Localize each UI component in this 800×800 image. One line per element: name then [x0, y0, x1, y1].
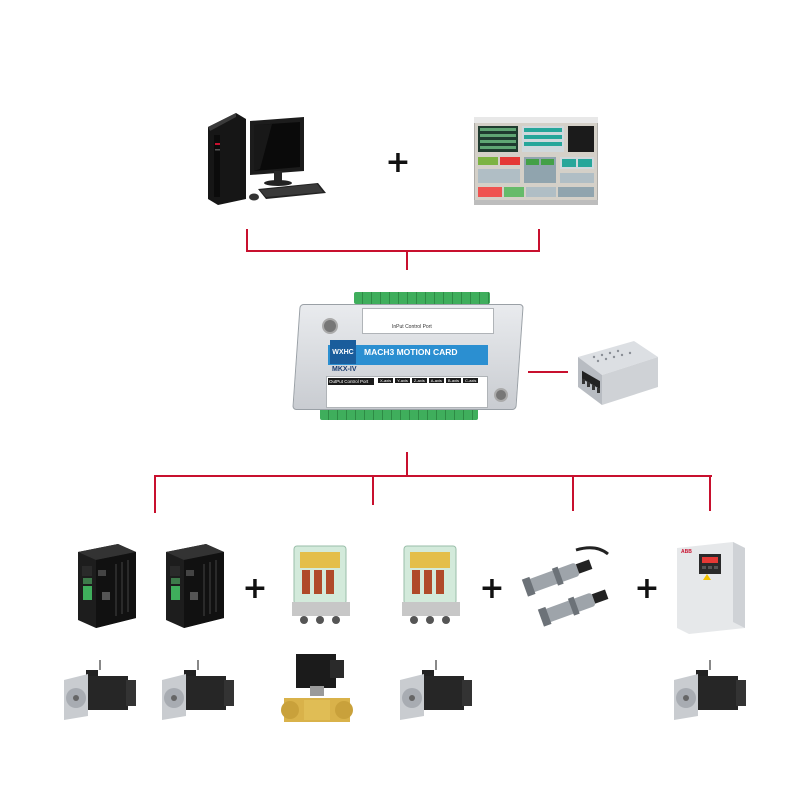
motion-card: InPut Control Port WXHC MACH3 MOTION CAR…: [292, 290, 524, 422]
wire-drop-relay: [372, 475, 374, 505]
output-port-label: OutPut Control Port: [329, 379, 369, 384]
axis-label: Z-axis: [411, 378, 427, 383]
mount-hole: [322, 318, 338, 334]
wire-to-card: [406, 250, 408, 270]
plus-sign: +: [385, 145, 411, 180]
axis-label: A-axis: [428, 378, 444, 383]
wire-software: [538, 229, 540, 251]
computer-icon: [208, 113, 326, 205]
relay-icon: [402, 545, 460, 624]
servo-driver-icon: [166, 544, 224, 628]
card-model: MKX-IV: [332, 366, 357, 373]
plus-sign: +: [634, 571, 660, 606]
inverter-body-icon: [677, 542, 745, 634]
servo-motor-icon: [64, 660, 136, 720]
input-label-strip: [362, 308, 494, 334]
axis-labels: X-axis Y-axis Z-axis A-axis B-axis C-axi…: [378, 378, 479, 383]
title-band: [328, 345, 488, 365]
relay-icon: [292, 545, 350, 624]
wire-bottom-bus: [154, 475, 712, 477]
mach3-software-screen: [474, 117, 598, 205]
servo-motor-icon: [400, 660, 472, 720]
wire-drop-inverter: [709, 475, 711, 511]
plus-sign: +: [242, 571, 268, 606]
input-terminal-block: [354, 292, 490, 304]
wire-card-down: [406, 452, 408, 476]
power-supply-icon: [578, 341, 658, 405]
servo-motor-icon: [162, 660, 234, 720]
axis-label: X-axis: [378, 378, 394, 383]
input-port-label: InPut Control Port: [392, 324, 432, 330]
servo-driver-icon: [78, 544, 136, 628]
solenoid-valve-icon: [281, 654, 353, 722]
axis-label: Y-axis: [395, 378, 410, 383]
card-title: MACH3 MOTION CARD: [364, 347, 458, 357]
mount-hole: [494, 388, 508, 402]
proximity-sensor-icon: [521, 546, 609, 627]
inverter: ABB: [675, 540, 747, 636]
plus-sign: +: [479, 571, 505, 606]
wire-drop-sensor: [572, 475, 574, 511]
axis-label: C-axis: [463, 378, 479, 383]
axis-label: B-axis: [445, 378, 462, 383]
inverter-brand: ABB: [681, 549, 692, 555]
output-terminal-block: [320, 408, 478, 420]
wire-top-bus: [246, 250, 540, 252]
servo-motor-icon: [674, 660, 746, 720]
wire-computer: [246, 229, 248, 251]
wire-drop-servo: [154, 475, 156, 513]
output-port-header: [328, 378, 374, 385]
wire-power: [528, 371, 568, 373]
brand-logo: WXHC: [330, 340, 356, 364]
